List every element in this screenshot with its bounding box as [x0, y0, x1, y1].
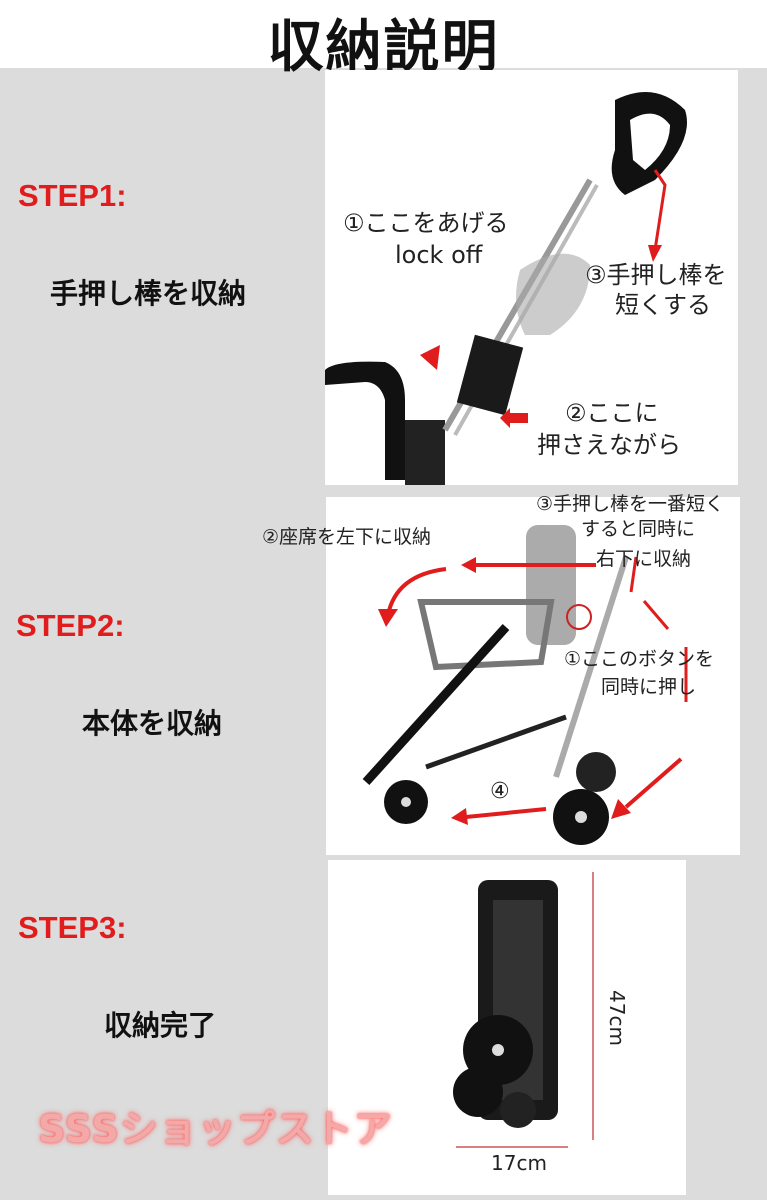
step1-label: STEP1:	[18, 178, 127, 213]
step3-image: 47cm 17cm	[328, 860, 686, 1195]
folded-stroller-illustration	[453, 872, 594, 1148]
step2-label: STEP2:	[16, 608, 125, 643]
step2-image: ②座席を左下に収納 ③手押し棒を一番短く すると同時に 右下に収納 ①ここのボタ…	[262, 493, 740, 855]
step3-label: STEP3:	[18, 910, 127, 945]
annotation-handle-3: 右下に収納	[596, 548, 692, 570]
annotation-step4: ④	[490, 779, 510, 804]
dimension-width: 17cm	[491, 1151, 547, 1175]
annotation-shorten-2: 短くする	[615, 291, 711, 319]
stroller-handle-illustration	[325, 92, 687, 485]
annotation-shorten-1: ③手押し棒を	[585, 261, 727, 289]
step1-desc: 手押し棒を収納	[50, 277, 247, 310]
step1-image: ①ここをあげる lock off ③手押し棒を 短くする ②ここに 押さえながら	[325, 70, 738, 485]
annotation-handle-2: すると同時に	[581, 518, 696, 540]
stroller-fold-illustration	[362, 525, 688, 845]
annotation-press-1: ②ここに	[565, 399, 659, 427]
title-band	[0, 0, 767, 68]
annotation-lock-off: lock off	[395, 241, 483, 269]
annotation-press-2: 押さえながら	[537, 431, 681, 459]
shop-watermark: SSSショップストア	[38, 1107, 393, 1151]
annotation-lift-here: ①ここをあげる	[343, 209, 509, 237]
step3-desc: 収納完了	[104, 1009, 217, 1042]
annotation-seat: ②座席を左下に収納	[262, 526, 432, 548]
annotation-button-2: 同時に押し	[601, 676, 697, 698]
annotation-handle-1: ③手押し棒を一番短く	[536, 493, 725, 515]
step2-desc: 本体を収納	[82, 707, 223, 740]
annotation-button-1: ①ここのボタンを	[564, 648, 715, 670]
page-title: 収納説明	[267, 15, 500, 80]
dimension-height: 47cm	[605, 990, 629, 1046]
